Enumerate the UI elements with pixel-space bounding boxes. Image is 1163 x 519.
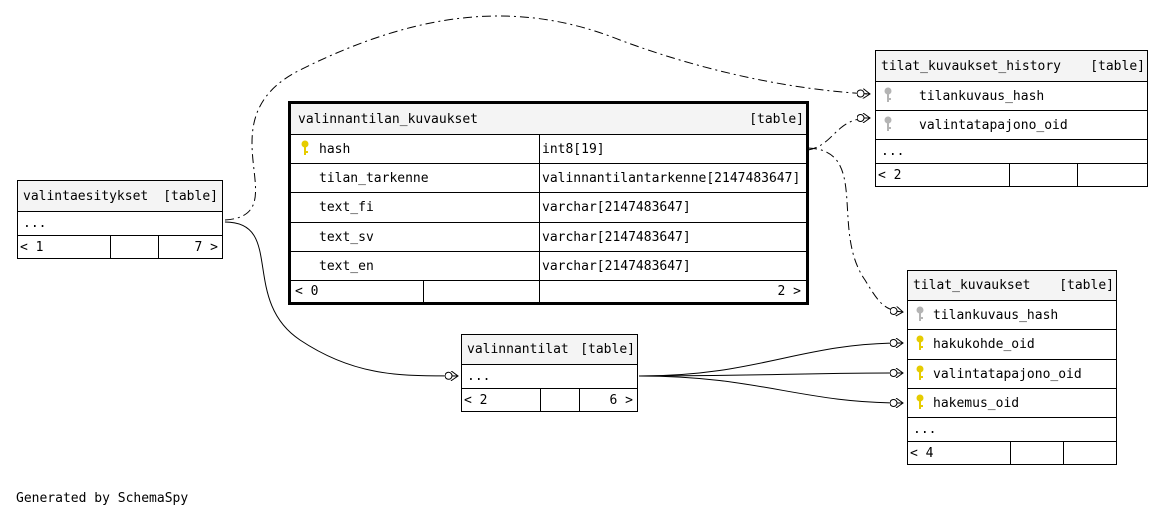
foreign-key-icon — [883, 116, 893, 136]
table-row: text_en varchar[2147483647] — [291, 251, 806, 280]
table-footer: < 2 6 > — [462, 388, 637, 412]
column-name: text_sv — [319, 229, 374, 245]
column-type: varchar[2147483647] — [542, 229, 691, 245]
column-name: text_en — [319, 258, 374, 274]
table-footer: < 1 7 > — [18, 235, 222, 259]
table-tag: [table] — [749, 111, 804, 127]
edge-kuvaukset-history — [807, 118, 870, 151]
edge-kuvaukset-tilat — [807, 147, 903, 312]
table-name: valinnantilat — [467, 342, 569, 357]
children-count: 2 > — [777, 284, 801, 299]
table-tilat-kuvaukset-history[interactable]: tilat_kuvaukset_history [table] tilankuv… — [875, 50, 1148, 187]
ellipsis-row: ... — [913, 422, 937, 437]
table-name: valinnantilan_kuvaukset — [298, 111, 479, 127]
table-tilat-kuvaukset[interactable]: tilat_kuvaukset [table] tilankuvaus_hash… — [907, 270, 1117, 465]
parents-count: < 2 — [878, 168, 902, 183]
table-tag: [table] — [1090, 58, 1145, 74]
table-row: hash int8[19] — [291, 134, 806, 163]
table-row: text_sv varchar[2147483647] — [291, 222, 806, 251]
column-name: tilan_tarkenne — [319, 170, 429, 186]
column-name: valintatapajono_oid — [933, 366, 1082, 382]
list-item: ... — [462, 364, 637, 388]
table-valinnantilan-kuvaukset[interactable]: valinnantilan_kuvaukset [table] hash int… — [288, 101, 809, 305]
table-footer: < 2 — [876, 163, 1147, 187]
list-item: ... — [18, 211, 222, 235]
primary-key-icon — [300, 140, 310, 160]
table-name: tilat_kuvaukset — [913, 278, 1031, 293]
column-name: hakemus_oid — [933, 395, 1020, 411]
column-name: text_fi — [319, 200, 374, 215]
list-item: ... — [876, 139, 1147, 163]
table-header: tilat_kuvaukset [table] — [908, 271, 1116, 300]
table-name: valintaesitykset — [23, 188, 149, 204]
children-count: 6 > — [609, 393, 633, 408]
list-item: ... — [908, 417, 1116, 441]
primary-key-icon — [915, 335, 925, 355]
table-name: tilat_kuvaukset_history — [881, 58, 1062, 74]
table-header: valintaesitykset [table] — [18, 181, 222, 211]
primary-key-icon — [915, 365, 925, 385]
parents-count: < 2 — [464, 393, 488, 408]
table-footer: < 0 2 > — [291, 280, 806, 302]
table-row: valintatapajono_oid — [908, 359, 1116, 388]
edge-valinnantilat-hakukohde — [638, 343, 903, 377]
table-row: text_fi varchar[2147483647] — [291, 192, 806, 222]
table-tag: [table] — [1059, 278, 1114, 293]
ellipsis-row: ... — [23, 216, 47, 231]
table-row: valintatapajono_oid — [876, 110, 1147, 139]
edge-valintaesitykset-history — [224, 15, 870, 221]
table-row: tilankuvaus_hash — [876, 81, 1147, 110]
parents-count: < 4 — [910, 446, 934, 461]
table-tag: [table] — [580, 342, 635, 357]
edge-valinnantilat-valintatapajono — [638, 373, 903, 376]
edge-valinnantilat-hakemus — [638, 375, 903, 403]
column-name: hakukohde_oid — [933, 337, 1035, 352]
parents-count: < 1 — [20, 240, 44, 255]
table-header: tilat_kuvaukset_history [table] — [876, 51, 1147, 81]
column-name: tilankuvaus_hash — [933, 307, 1059, 323]
column-type: valinnantilantarkenne[2147483647] — [542, 170, 801, 186]
ellipsis-row: ... — [467, 369, 491, 384]
column-type: int8[19] — [542, 141, 605, 157]
table-valinnantilat[interactable]: valinnantilat [table] ... < 2 6 > — [461, 334, 638, 412]
table-footer: < 4 — [908, 441, 1116, 465]
table-row: tilan_tarkenne valinnantilantarkenne[214… — [291, 163, 806, 192]
column-name: valintatapajono_oid — [919, 117, 1068, 133]
parents-count: < 0 — [295, 284, 319, 299]
column-type: varchar[2147483647] — [542, 258, 691, 274]
children-count: 7 > — [194, 240, 218, 255]
table-row: tilankuvaus_hash — [908, 300, 1116, 329]
ellipsis-row: ... — [881, 144, 905, 159]
table-header: valinnantilat [table] — [462, 335, 637, 364]
column-name: tilankuvaus_hash — [919, 88, 1045, 104]
generated-by-label: Generated by SchemaSpy — [16, 491, 189, 506]
table-tag: [table] — [163, 188, 218, 204]
foreign-key-icon — [883, 87, 893, 107]
column-type: varchar[2147483647] — [542, 200, 691, 215]
edge-valintaesitykset-valinnantilat — [224, 221, 458, 376]
column-name: hash — [319, 141, 351, 157]
table-valintaesitykset[interactable]: valintaesitykset [table] ... < 1 7 > — [17, 180, 223, 259]
table-header: valinnantilan_kuvaukset [table] — [291, 104, 806, 134]
table-row: hakukohde_oid — [908, 329, 1116, 359]
table-row: hakemus_oid — [908, 388, 1116, 417]
primary-key-icon — [915, 394, 925, 414]
foreign-key-icon — [915, 306, 925, 326]
